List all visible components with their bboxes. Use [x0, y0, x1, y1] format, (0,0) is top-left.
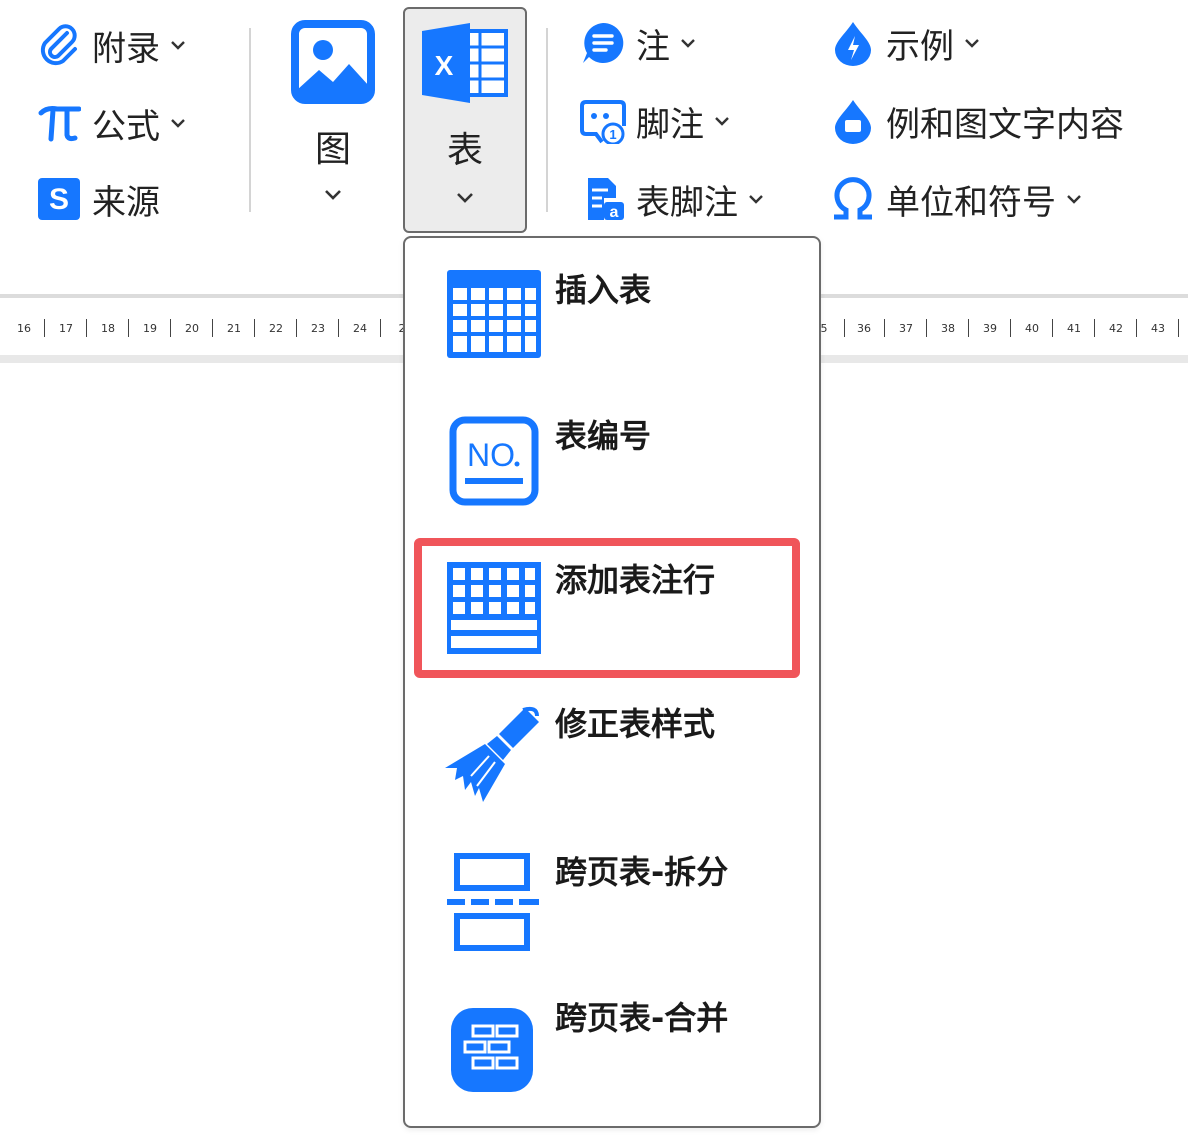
chevron-down-icon: [964, 34, 982, 52]
formula-button[interactable]: 公式: [34, 98, 188, 148]
ruler-tick: 18: [87, 316, 129, 340]
excel-table-icon: X: [420, 21, 510, 109]
footnote-label: 脚注: [636, 104, 704, 145]
chevron-down-icon: [456, 189, 474, 208]
chevron-down-icon: [324, 186, 342, 205]
ruler-tick: 24: [339, 316, 381, 340]
ruler-tick: 38: [927, 316, 969, 340]
chevron-down-icon: [714, 112, 732, 130]
menu-item-label: 修正表样式: [555, 705, 716, 743]
chevron-down-icon: [748, 190, 766, 208]
ruler-tick: 22: [255, 316, 297, 340]
ruler-tick: 37: [885, 316, 927, 340]
footnote-icon: 1: [578, 96, 628, 146]
ruler-tick: 41: [1053, 316, 1095, 340]
units-symbols-button[interactable]: 单位和符号: [828, 174, 1084, 224]
ruler-tick: 23: [297, 316, 339, 340]
insert-table-icon: [443, 266, 543, 366]
table-label: 表: [446, 130, 483, 171]
note-button[interactable]: 注: [578, 18, 698, 68]
formula-label: 公式: [92, 106, 160, 147]
menu-item-add-table-note-row[interactable]: 添加表注行: [443, 560, 813, 670]
table-footnote-button[interactable]: a 表脚注: [578, 174, 766, 224]
menu-item-split-table[interactable]: 跨页表-拆分: [443, 852, 813, 962]
add-table-note-row-icon: [443, 560, 543, 660]
paperclip-icon: [34, 20, 84, 70]
ruler-tick: 19: [129, 316, 171, 340]
svg-text:NO: NO: [467, 437, 515, 473]
figure-button[interactable]: 图: [284, 20, 382, 210]
menu-item-label: 添加表注行: [555, 561, 716, 599]
ruler-tick: 21: [213, 316, 255, 340]
merge-table-icon: [443, 1002, 543, 1102]
appendix-label: 附录: [92, 28, 160, 69]
figure-label: 图: [314, 129, 351, 170]
separator: [546, 28, 548, 212]
chevron-down-icon: [170, 114, 188, 132]
example-drop-icon: [828, 18, 878, 68]
footnote-button[interactable]: 1 脚注: [578, 96, 732, 146]
ruler-tick: 36: [843, 316, 885, 340]
example-figure-text-label: 例和图文字内容: [886, 104, 1124, 145]
appendix-button[interactable]: 附录: [34, 20, 188, 70]
source-button[interactable]: S 来源: [34, 174, 160, 224]
svg-text:a: a: [610, 204, 619, 221]
table-number-icon: NO: [443, 416, 543, 516]
svg-text:X: X: [435, 50, 454, 81]
example-figure-text-button[interactable]: 例和图文字内容: [828, 96, 1124, 146]
chevron-down-icon: [680, 34, 698, 52]
menu-item-label: 表编号: [555, 417, 652, 455]
note-bubble-icon: [578, 18, 628, 68]
ruler-tick: 40: [1011, 316, 1053, 340]
source-label: 来源: [92, 182, 160, 223]
svg-text:1: 1: [609, 127, 616, 142]
example-label: 示例: [886, 26, 954, 67]
menu-item-label: 跨页表-拆分: [555, 853, 729, 891]
image-icon: [291, 20, 375, 108]
chevron-down-icon: [1066, 190, 1084, 208]
ruler-tick: 5: [803, 316, 845, 340]
table-footnote-label: 表脚注: [636, 182, 738, 223]
source-s-icon: S: [34, 174, 84, 224]
omega-icon: [828, 174, 878, 224]
table-button[interactable]: X 表: [403, 7, 527, 233]
ruler-tick: 42: [1095, 316, 1137, 340]
note-label: 注: [636, 26, 670, 67]
ruler-tick: 43: [1137, 316, 1179, 340]
table-footnote-icon: a: [578, 174, 628, 224]
split-table-icon: [443, 852, 543, 952]
pi-icon: [34, 98, 84, 148]
menu-item-merge-table[interactable]: 跨页表-合并: [443, 999, 813, 1112]
example-button[interactable]: 示例: [828, 18, 982, 68]
menu-item-fix-table-style[interactable]: 修正表样式: [443, 704, 813, 814]
svg-text:S: S: [49, 183, 69, 216]
ruler[interactable]: 16 17 18 19 20 21 22 23 24 2 5 36 37 38 …: [0, 312, 1188, 348]
table-dropdown-menu: 插入表 NO 表编号 添加表注行 修正表样式 跨页表-拆分 跨页表-合并: [403, 236, 821, 1128]
menu-item-table-number[interactable]: NO 表编号: [443, 416, 813, 526]
chevron-down-icon: [170, 36, 188, 54]
brush-icon: [443, 704, 543, 804]
ruler-tick: 16: [3, 316, 45, 340]
ruler-tick: 39: [969, 316, 1011, 340]
menu-item-insert-table[interactable]: 插入表: [443, 266, 813, 376]
ruler-tick: 20: [171, 316, 213, 340]
ruler-tick: 17: [45, 316, 87, 340]
menu-item-label: 跨页表-合并: [555, 999, 729, 1037]
menu-item-label: 插入表: [555, 271, 652, 309]
units-symbols-label: 单位和符号: [886, 182, 1056, 223]
example-figure-text-icon: [828, 96, 878, 146]
separator: [249, 28, 251, 212]
